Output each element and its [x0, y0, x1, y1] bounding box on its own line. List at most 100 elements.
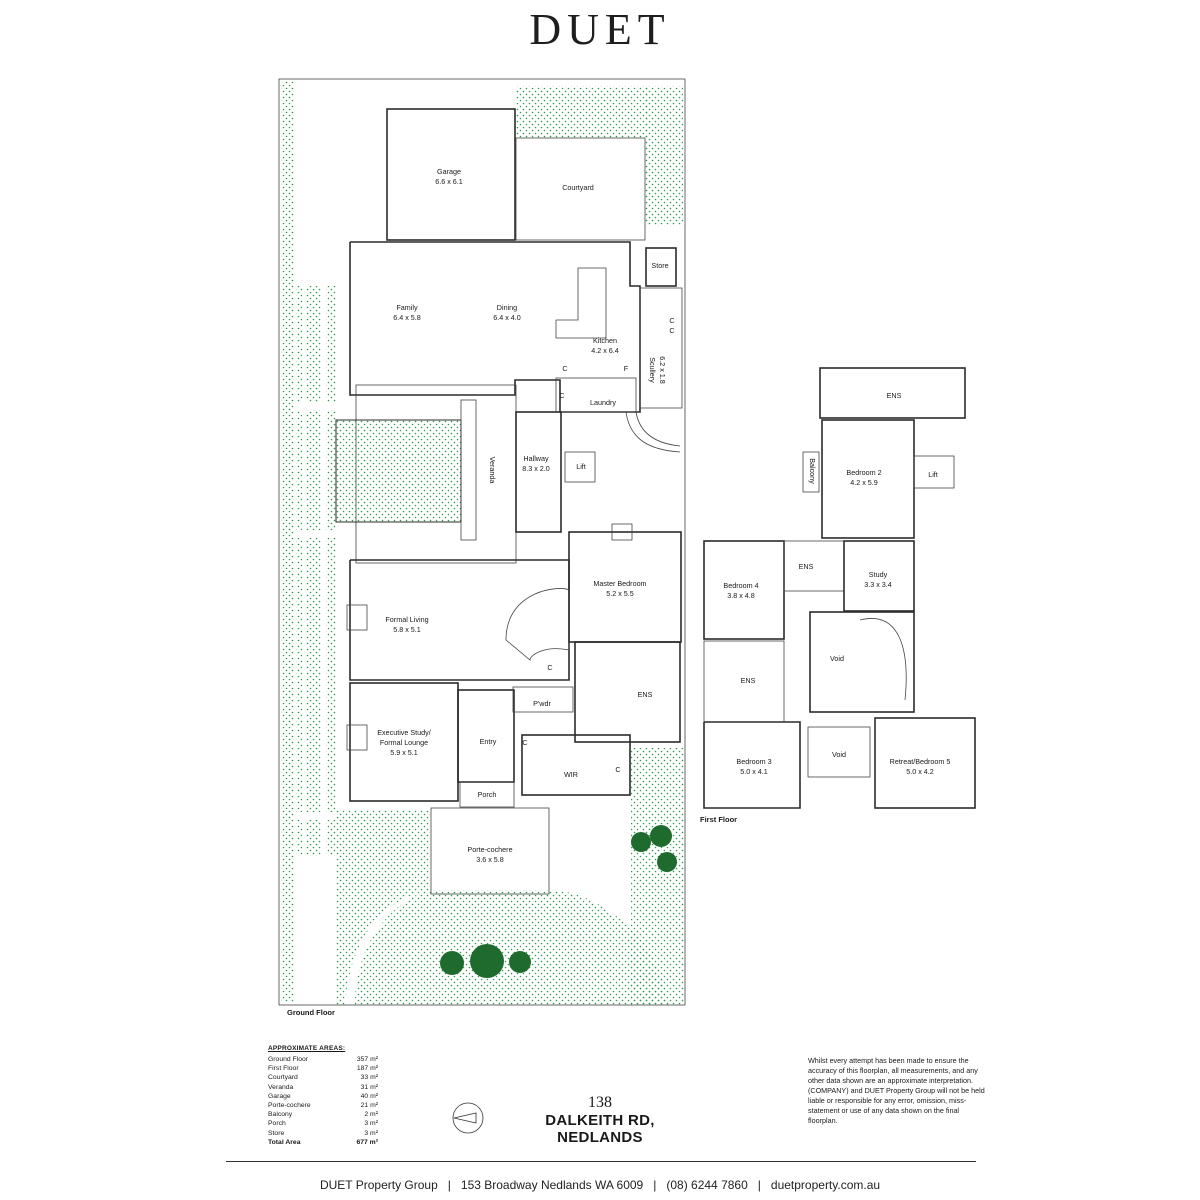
ensuite-mid-label: ENS — [799, 562, 814, 571]
kitchen-dim: 4.2 x 6.4 — [591, 346, 619, 355]
tree-icon — [650, 825, 672, 847]
bedroom-3-dim: 5.0 x 4.1 — [740, 767, 768, 776]
kitchen-label: Kitchen — [593, 336, 617, 345]
formal-living — [349, 559, 570, 681]
powder-label: P'wdr — [533, 699, 551, 708]
front-lawn — [355, 890, 668, 1005]
master-bedroom-dim: 5.2 x 5.5 — [606, 589, 634, 598]
family-dim: 6.4 x 5.8 — [393, 313, 421, 322]
bedroom-3-label: Bedroom 3 — [736, 757, 771, 766]
trees — [440, 825, 677, 978]
dining-dim: 6.4 x 4.0 — [493, 313, 521, 322]
veranda-label: Veranda — [488, 457, 497, 484]
first-floor-plan — [703, 367, 976, 809]
ensuite — [574, 641, 681, 743]
tree-icon — [509, 951, 531, 973]
room-labels: Garage 6.6 x 6.1 Courtyard Store Family … — [377, 167, 950, 864]
porte-cochere — [430, 807, 550, 895]
brand-logo: DUET — [529, 5, 671, 54]
areas-heading: APPROXIMATE AREAS: — [268, 1045, 346, 1052]
courtyard — [515, 137, 646, 241]
store-label: Store — [651, 261, 668, 270]
kitchen-island — [555, 267, 607, 339]
balcony-label: Balcony — [808, 458, 817, 484]
footer-phone[interactable]: (08) 6244 7860 — [666, 1178, 748, 1192]
garden-strip — [306, 286, 321, 856]
formal-living-dim: 5.8 x 5.1 — [393, 625, 421, 634]
garage-dim: 6.6 x 6.1 — [435, 177, 463, 186]
entry — [457, 689, 515, 783]
garage-label: Garage — [437, 167, 461, 176]
lift-label: Lift — [928, 470, 938, 479]
footer-website[interactable]: duetproperty.com.au — [770, 1178, 881, 1192]
footer-divider — [226, 1161, 976, 1162]
fireplace — [346, 604, 368, 631]
staircase — [859, 618, 907, 701]
exec-study-label-1: Executive Study/ — [377, 728, 431, 737]
balcony — [802, 451, 820, 493]
street-number: 138 — [588, 1094, 612, 1111]
fridge-label: F — [624, 364, 629, 373]
ensuite-top — [819, 367, 966, 419]
walk-in-robe — [521, 734, 631, 796]
cupboard-label: C — [547, 663, 552, 672]
study-label: Study — [869, 570, 888, 579]
hallway — [515, 411, 562, 533]
bedroom-3 — [703, 721, 801, 809]
retreat-dim: 5.0 x 4.2 — [906, 767, 934, 776]
study — [843, 540, 915, 612]
void-label: Void — [830, 654, 844, 663]
porte-cochere-dim: 3.6 x 5.8 — [476, 855, 504, 864]
living-block — [349, 241, 641, 413]
hallway-dim: 8.3 x 2.0 — [522, 464, 550, 473]
ground-floor-plan — [278, 78, 686, 1006]
footer-company: DUET Property Group — [319, 1178, 438, 1192]
street-name: DALKEITH RD, — [545, 1112, 655, 1129]
dining-label: Dining — [497, 303, 517, 312]
lift-shaft — [564, 451, 596, 483]
ensuite-mid — [783, 540, 845, 592]
study-dim: 3.3 x 3.4 — [864, 580, 892, 589]
lawn-courtyard — [335, 419, 462, 523]
fireplace — [346, 724, 368, 751]
footer: DUET Property Group|153 Broadway Nedland… — [319, 1178, 881, 1192]
front-garden — [336, 810, 430, 1005]
garden-strip — [296, 286, 302, 856]
family-label: Family — [396, 303, 418, 312]
cupboard-label: C — [522, 738, 527, 747]
stair-curve — [625, 411, 681, 453]
ensuite-top-label: ENS — [887, 391, 902, 400]
first-floor-label: First Floor — [700, 815, 738, 824]
tree-icon — [470, 944, 504, 978]
ensuite-low-label: ENS — [741, 676, 756, 685]
compass-icon — [452, 1102, 484, 1134]
fireplace — [611, 523, 633, 541]
bedroom-2-label: Bedroom 2 — [846, 468, 881, 477]
cupboard-label: C — [559, 391, 564, 400]
scullery-dim: 6.2 x 1.8 — [658, 356, 667, 384]
formal-living-label: Formal Living — [385, 615, 428, 624]
ground-floor-label: Ground Floor — [287, 1008, 335, 1017]
property-address: 138 DALKEITH RD, NEDLANDS — [520, 1094, 680, 1146]
void-1 — [809, 611, 915, 713]
garden-bed — [516, 86, 648, 138]
scullery-label: Scullery — [648, 357, 657, 383]
void-2 — [807, 726, 871, 778]
bedroom-4 — [703, 540, 785, 640]
courtyard-label: Courtyard — [562, 183, 594, 192]
laundry-label: Laundry — [590, 398, 616, 407]
hallway-label: Hallway — [523, 454, 549, 463]
bedroom-2-dim: 4.2 x 5.9 — [850, 478, 878, 487]
entry-label: Entry — [480, 737, 497, 746]
void-label: Void — [832, 750, 846, 759]
cupboard-label: C — [615, 765, 620, 774]
porte-cochere-label: Porte-cochere — [467, 845, 512, 854]
